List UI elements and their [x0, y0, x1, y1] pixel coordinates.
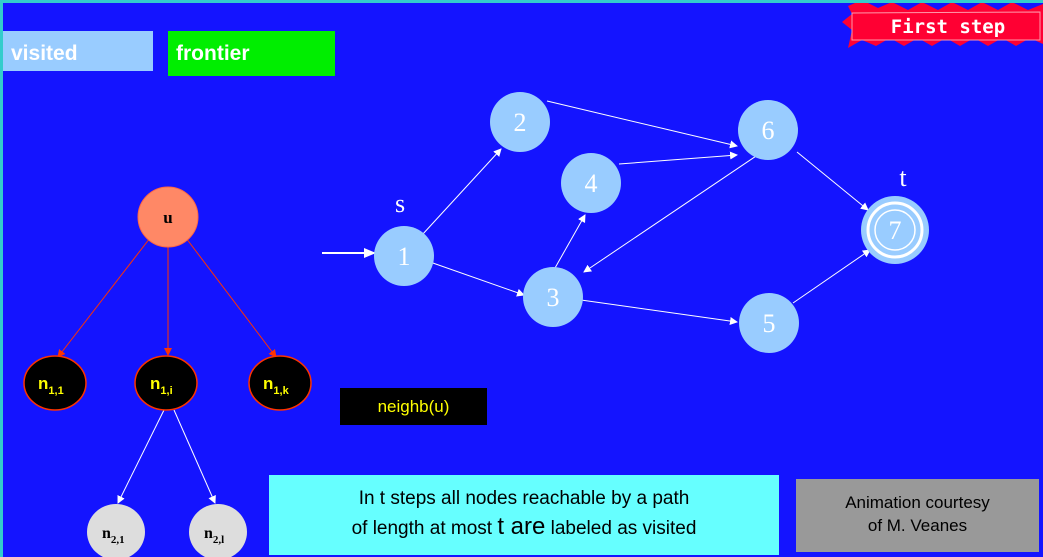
svg-text:n1,1: n1,1	[38, 374, 64, 397]
tree-node-n11: n1,1	[23, 355, 87, 411]
credit-line-2: of M. Veanes	[867, 516, 968, 535]
edge-6-3	[583, 149, 766, 273]
neighb-label: neighb(u)	[340, 388, 487, 425]
graph-node-3: 3	[523, 267, 583, 327]
label-s: s	[395, 189, 405, 218]
credit-note: Animation courtesy of M. Veanes	[796, 479, 1039, 552]
credit-line-1: Animation courtesy	[845, 493, 990, 512]
edge-5-7	[792, 249, 871, 304]
legend-visited: visited	[3, 31, 153, 71]
svg-text:4: 4	[585, 169, 598, 198]
graph-node-2: 2	[490, 92, 550, 152]
graph-node-1: 1	[374, 226, 434, 286]
svg-text:1: 1	[398, 242, 411, 271]
first-step-badge: First step	[842, 3, 1043, 48]
edge-n1i-n21	[117, 409, 165, 504]
edge-1-2	[421, 148, 502, 236]
badge-label: First step	[891, 16, 1005, 38]
edge-n1i-n2l	[173, 409, 216, 504]
edge-3-4	[554, 214, 586, 269]
tree-edges	[57, 237, 277, 504]
svg-text:2: 2	[514, 108, 527, 137]
explanation-note: In t steps all nodes reachable by a path…	[269, 475, 779, 555]
graph-node-6: 6	[738, 100, 798, 160]
tree-node-n1k: n1,k	[248, 355, 312, 411]
svg-text:n2,l: n2,l	[204, 525, 224, 546]
tree-node-u: u	[137, 186, 199, 248]
edge-6-7	[796, 151, 869, 211]
graph-node-7-target: 7	[861, 196, 929, 264]
svg-text:3: 3	[547, 283, 560, 312]
edge-4-6	[618, 151, 738, 165]
svg-text:5: 5	[763, 309, 776, 338]
svg-text:n2,1: n2,1	[102, 525, 125, 546]
note-line-2: of length at most t are labeled as visit…	[351, 513, 697, 540]
graph-node-5: 5	[739, 293, 799, 353]
svg-text:6: 6	[762, 116, 775, 145]
edge-3-5	[580, 299, 738, 325]
graph-node-4: 4	[561, 153, 621, 213]
tree-node-n21: n2,1	[87, 504, 145, 557]
svg-text:7: 7	[889, 216, 902, 245]
edge-u-n11	[57, 237, 151, 358]
graph-edges	[322, 100, 871, 325]
tree-node-n1i: n1,i	[134, 355, 198, 411]
svg-text:u: u	[163, 208, 172, 227]
label-t: t	[899, 163, 907, 192]
tree-node-n2l: n2,l	[189, 504, 247, 557]
edge-u-n1k	[185, 237, 277, 358]
note-line-1: In t steps all nodes reachable by a path	[358, 488, 690, 509]
edge-2-6	[546, 100, 738, 149]
edge-1-3	[429, 261, 525, 297]
svg-text:n1,i: n1,i	[150, 374, 173, 397]
legend-frontier: frontier	[168, 31, 335, 76]
svg-text:n1,k: n1,k	[263, 374, 290, 397]
